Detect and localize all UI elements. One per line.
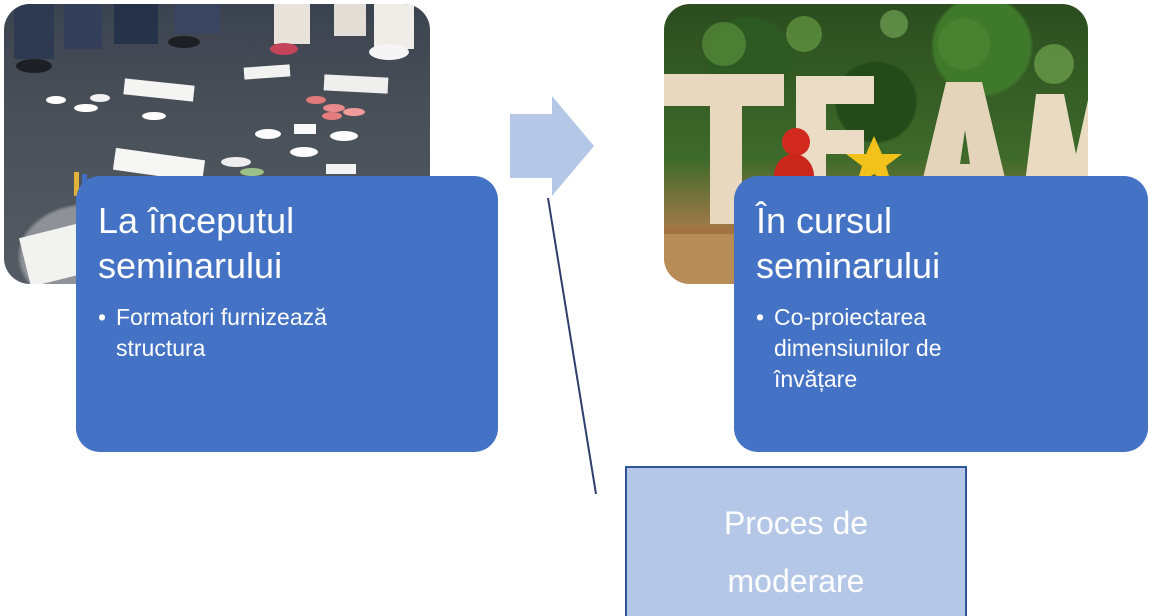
stage-card-start: La începutul seminarului • Formatori fur… (76, 176, 498, 452)
bullet-dot-icon: • (98, 304, 107, 330)
stage-title: La începutul seminarului (98, 198, 476, 288)
bullet-text-line: Co-proiectarea (774, 304, 927, 330)
progression-arrow (510, 96, 594, 196)
stage-bullet: • Formatori furnizează structura (98, 302, 476, 364)
stage-title-line: La începutul (98, 200, 295, 241)
bullet-text-line: structura (116, 335, 206, 361)
stage-title-line: seminarului (98, 245, 283, 286)
stage-title-line: În cursul (756, 200, 893, 241)
moderation-process-box: Proces de moderare (625, 466, 967, 616)
stage-card-during: În cursul seminarului • Co-proiectarea d… (734, 176, 1148, 452)
workshop-floor-illustration (14, 4, 414, 284)
bullet-text-line: Formatori furnizează (116, 304, 327, 330)
bullet-text-line: învățare (774, 366, 858, 392)
process-label-line: Proces de (723, 505, 869, 541)
bullet-dot-icon: • (756, 304, 765, 330)
bullet-text-line: dimensiunilor de (774, 335, 942, 361)
stage-title-line: seminarului (756, 245, 941, 286)
stage-bullet: • Co-proiectarea dimensiunilor de învăța… (756, 302, 1126, 395)
stage-bullet-text: Formatori furnizează structura (116, 302, 327, 364)
stage-bullet-text: Co-proiectarea dimensiunilor de învățare (774, 302, 941, 395)
arrow-shape (510, 96, 594, 196)
stage-title: În cursul seminarului (756, 198, 1126, 288)
process-label-line: moderare (727, 563, 865, 599)
